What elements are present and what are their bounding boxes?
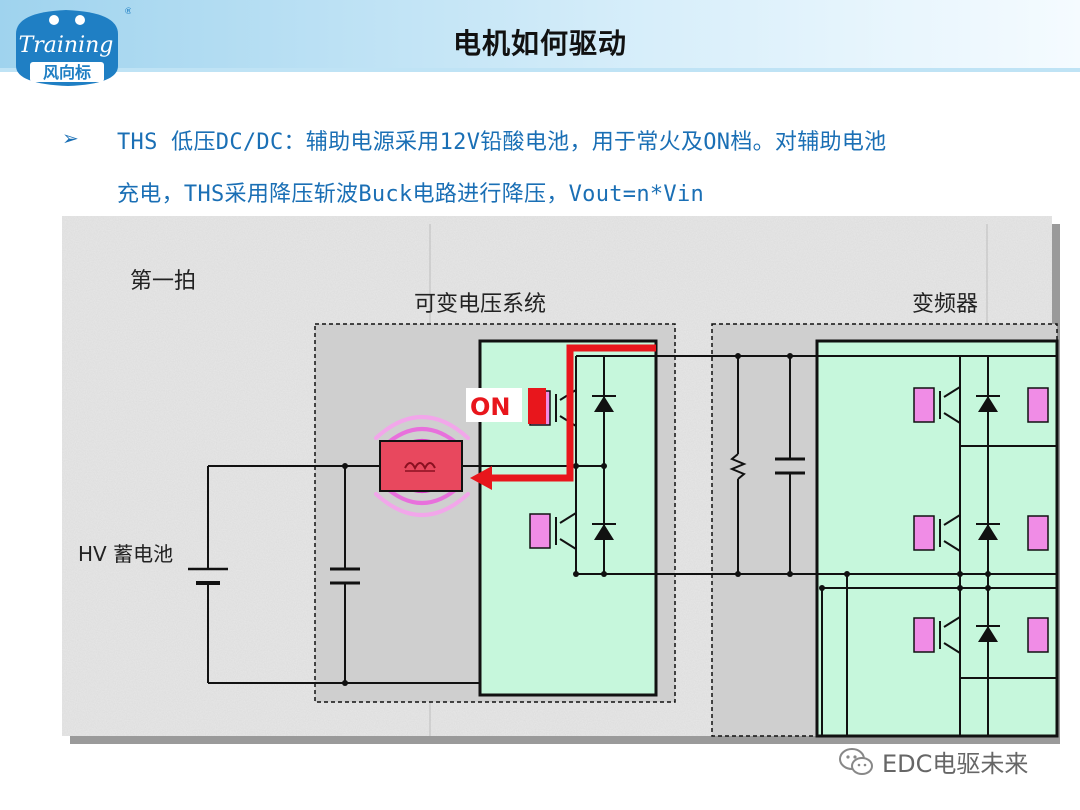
bullet-text-line-2: 充电，THS采用降压斩波Buck电路进行降压，Vout=n*Vin: [117, 182, 705, 207]
logo-registered: ®: [124, 7, 131, 17]
converter-upper-diode: [594, 396, 614, 412]
header-band: [0, 0, 1080, 72]
dc-link: [729, 356, 791, 574]
logo-script: Training: [19, 33, 114, 58]
wechat-icon: [839, 747, 873, 775]
current-flow-arrow: [478, 344, 656, 482]
converter-lower-switch: [529, 513, 551, 549]
on-label: ON: [470, 393, 511, 421]
inverter-wiring: [821, 356, 1057, 736]
inverter-switch-row-3: [913, 616, 1049, 654]
bullet-text-line-1: THS 低压DC/DC：辅助电源采用12V铅酸电池，用于常火及ON档。对辅助电池: [117, 130, 887, 155]
on-label-bg: [466, 388, 522, 422]
on-indicator: [528, 388, 546, 424]
converter-lower-diode: [594, 524, 614, 540]
battery-wiring: [207, 465, 480, 684]
watermark-text: EDC电驱未来: [882, 750, 1029, 778]
inverter-switch-box: [815, 339, 1059, 738]
slide-title: 电机如何驱动: [452, 27, 627, 60]
section-inverter-label: 变频器: [912, 292, 978, 317]
inverter-switch-row-1: [913, 386, 1049, 424]
brand-logo: Training 风向标 ®: [16, 7, 131, 86]
step-label: 第一拍: [130, 269, 196, 294]
current-arrow-head-icon: [470, 466, 492, 490]
watermark: EDC电驱未来: [838, 744, 1028, 779]
inductor-coil: [379, 440, 463, 492]
battery-label: HV 蓄电池: [78, 542, 173, 566]
inverter-switch-row-2: [913, 514, 1049, 552]
circuit-diagram: 第一拍 可变电压系统 变频器 HV 蓄电池: [62, 216, 1060, 744]
section-converter-label: 可变电压系统: [414, 292, 546, 317]
bullet-arrow-icon: ➢: [62, 126, 79, 150]
logo-brand: 风向标: [43, 63, 91, 82]
